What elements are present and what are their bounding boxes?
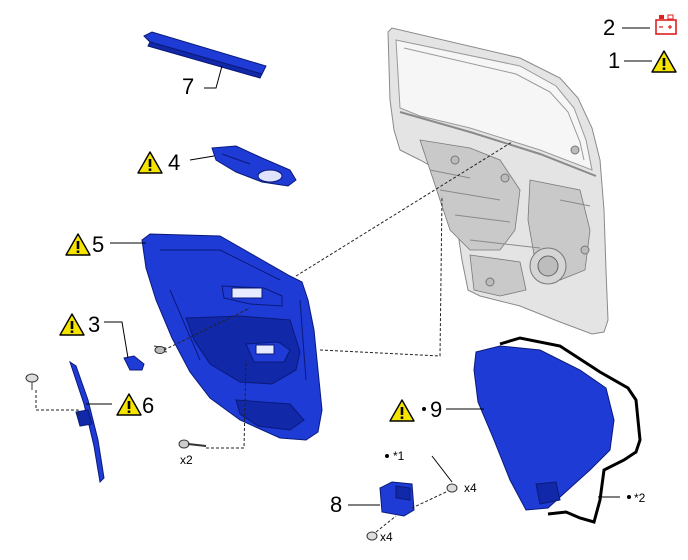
screw-x2: [178, 439, 207, 449]
seal-line: [499, 336, 642, 524]
warning-icon-6: [116, 393, 142, 416]
part-5-door-trim-board: [141, 233, 323, 441]
screw-x4-bottom: [366, 531, 378, 541]
callout-2: 2: [603, 15, 615, 40]
callout-8: 8: [330, 492, 342, 517]
callout-4: 4: [168, 150, 180, 175]
warning-triangle-icon: [651, 50, 677, 73]
part-9-service-hole-cover: [473, 345, 615, 511]
qty-x4-top: x4: [464, 481, 477, 495]
part-4-switch-base: [211, 145, 297, 187]
rear-door-panel: [387, 27, 609, 335]
part-8-bracket: [379, 481, 415, 517]
part-7-belt-moulding: [143, 31, 267, 79]
callout-1: 1: [608, 48, 620, 73]
warning-icon-9: [389, 399, 415, 422]
qty-x2: x2: [180, 453, 193, 467]
callout-3: 3: [88, 312, 100, 337]
screw-trim: [153, 345, 168, 354]
callout-7: 7: [182, 74, 194, 99]
note-1: *1: [393, 449, 405, 463]
clip-6: [25, 373, 39, 390]
battery-terminal-icon: [655, 14, 677, 35]
callout-6: 6: [142, 393, 154, 418]
warning-icon-5: [65, 233, 91, 256]
qty-x4-bottom: x4: [380, 530, 393, 544]
callout-9: 9: [430, 397, 442, 422]
note-2: *2: [634, 491, 646, 505]
warning-icon-4: [137, 151, 163, 174]
part-6-pillar-garnish: [69, 360, 105, 484]
part-3-cover: [123, 355, 145, 371]
callout-5: 5: [92, 232, 104, 257]
warning-icon-3: [59, 313, 85, 336]
screw-x4-top: [446, 483, 458, 493]
